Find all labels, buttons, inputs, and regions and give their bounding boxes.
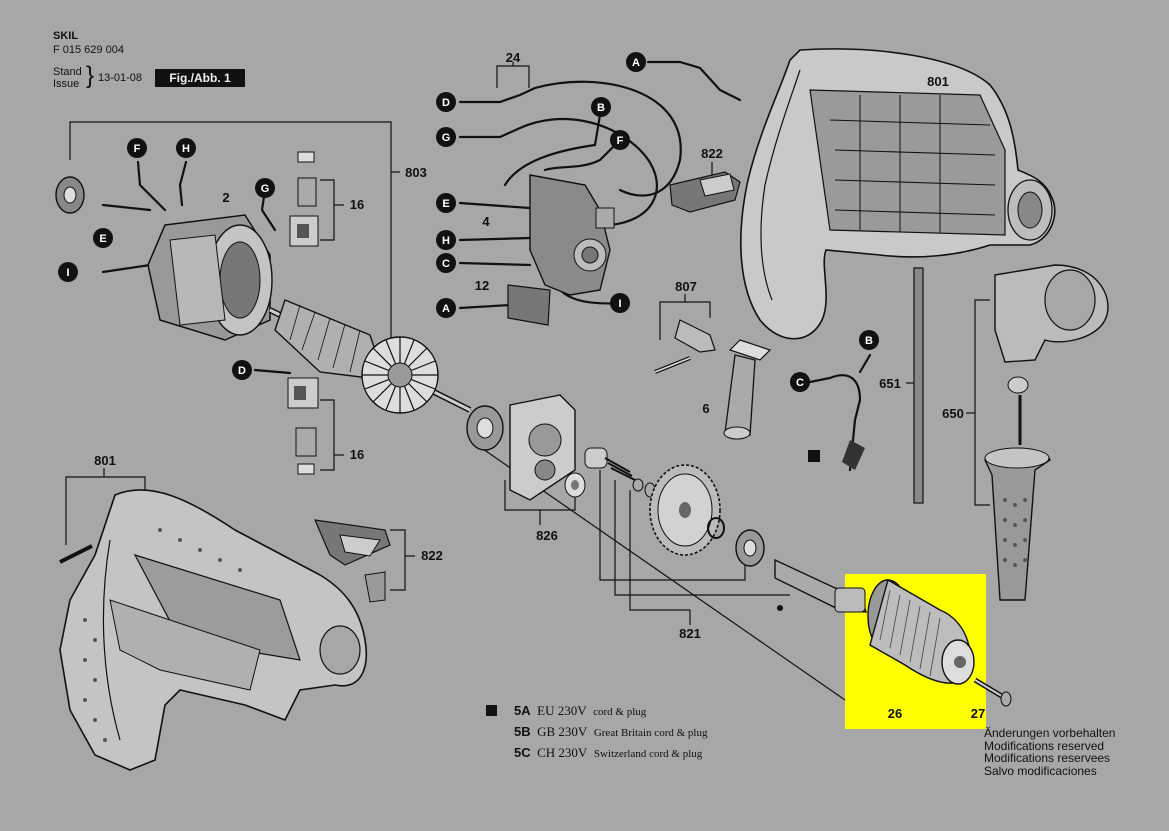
callout-807: 807: [675, 279, 697, 294]
connector-C: C: [442, 258, 450, 270]
switch-button-bottom: [314, 519, 391, 603]
callout-801-top: 801: [927, 74, 949, 89]
connector-D: D: [442, 97, 450, 109]
modifications-note: Änderungen vorbehalten Modifications res…: [984, 727, 1115, 777]
connector-markers: [58, 52, 879, 392]
issue-label: Issue: [53, 78, 80, 90]
spindle-small-parts: [584, 447, 656, 498]
callout-826: 826: [536, 528, 558, 543]
power-cord: [842, 440, 865, 470]
auxiliary-handle: [984, 264, 1109, 601]
part-number: F 015 629 004: [53, 44, 124, 56]
connector-B: B: [597, 102, 605, 114]
modifications-line: Änderungen vorbehalten: [984, 726, 1116, 740]
cord-desc: Switzerland cord & plug: [593, 748, 703, 760]
brace: }: [86, 62, 95, 89]
connector-G: G: [261, 183, 270, 195]
connector-F: F: [617, 135, 624, 147]
connector-F: F: [134, 143, 141, 155]
connector-D: D: [238, 365, 246, 377]
cord-code: 5C: [514, 745, 531, 760]
connector-I: I: [618, 298, 621, 310]
callout-2: 2: [222, 190, 229, 205]
callout-650: 650: [942, 406, 964, 421]
connector-A: A: [632, 57, 640, 69]
callout-12: 12: [475, 278, 489, 293]
connector-H: H: [442, 235, 450, 247]
cord-option-5a: 5A EU 230V cord & plug: [486, 703, 646, 719]
connector-E: E: [99, 233, 106, 245]
callout-6: 6: [702, 401, 709, 416]
spindle: [774, 558, 867, 613]
housing-half-top: [740, 48, 1056, 340]
modifications-line: Modifications reservees: [984, 751, 1111, 765]
cord-code: 5A: [514, 703, 531, 718]
housing-half-bottom: [59, 489, 367, 771]
connector-C: C: [796, 377, 804, 389]
callout-27: 27: [971, 706, 985, 721]
cord-desc: cord & plug: [593, 706, 647, 718]
connector-E: E: [442, 198, 449, 210]
connector-A: A: [442, 303, 450, 315]
connector-marker: [58, 52, 879, 392]
issue-date: 13-01-08: [98, 72, 143, 84]
brand-label: SKIL: [53, 30, 79, 42]
brush-holders-mid: [287, 377, 319, 475]
brush-holders-top: [289, 151, 319, 247]
cord-option-5c: 5C CH 230V Switzerland cord & plug: [514, 745, 702, 761]
main-gear: [649, 464, 765, 567]
callout-651: 651: [879, 376, 901, 391]
clamp-807: [654, 319, 716, 374]
cord-marker: [808, 450, 820, 462]
callout-822-top: 822: [701, 146, 723, 161]
square-marker-icon: [486, 705, 497, 716]
keyless-chuck: [867, 578, 975, 685]
side-handle: [723, 339, 772, 440]
cord-desc: Great Britain cord & plug: [593, 727, 708, 739]
connector-B: B: [865, 335, 873, 347]
callout-26: 26: [888, 706, 902, 721]
modifications-line: Salvo modificaciones: [984, 763, 1097, 778]
callout-16-mid: 16: [350, 447, 364, 462]
cord-voltage: GB 230V: [537, 724, 588, 739]
connector-I: I: [66, 267, 69, 279]
callout-16-top: 16: [350, 197, 364, 212]
switch-assembly: [507, 174, 615, 326]
callout-821: 821: [679, 626, 701, 641]
gear-housing-plate: [466, 394, 586, 501]
callout-822-bottom: 822: [421, 548, 443, 563]
callout-24: 24: [506, 50, 521, 65]
cord-voltage: CH 230V: [537, 745, 588, 760]
cord-voltage: EU 230V: [537, 703, 587, 718]
modifications-line: Modifications reserved: [984, 738, 1105, 753]
cord-option-5b: 5B GB 230V Great Britain cord & plug: [514, 724, 707, 740]
depth-stop-rod: [913, 267, 924, 504]
stand-issue-label: Stand Issue: [53, 66, 82, 90]
connector-G: G: [442, 132, 451, 144]
connector-H: H: [182, 143, 190, 155]
armature: [268, 299, 472, 414]
chuck-screw: [973, 677, 1012, 707]
switch-button-top: [669, 171, 741, 213]
stand-label: Stand: [53, 66, 82, 78]
stator-field: [147, 214, 273, 341]
callout-4: 4: [482, 214, 490, 229]
cord-code: 5B: [514, 724, 531, 739]
callout-801-bottom: 801: [94, 453, 116, 468]
callout-803: 803: [405, 165, 427, 180]
bearing-left: [55, 176, 85, 214]
figure-label: Fig./Abb. 1: [155, 69, 245, 87]
